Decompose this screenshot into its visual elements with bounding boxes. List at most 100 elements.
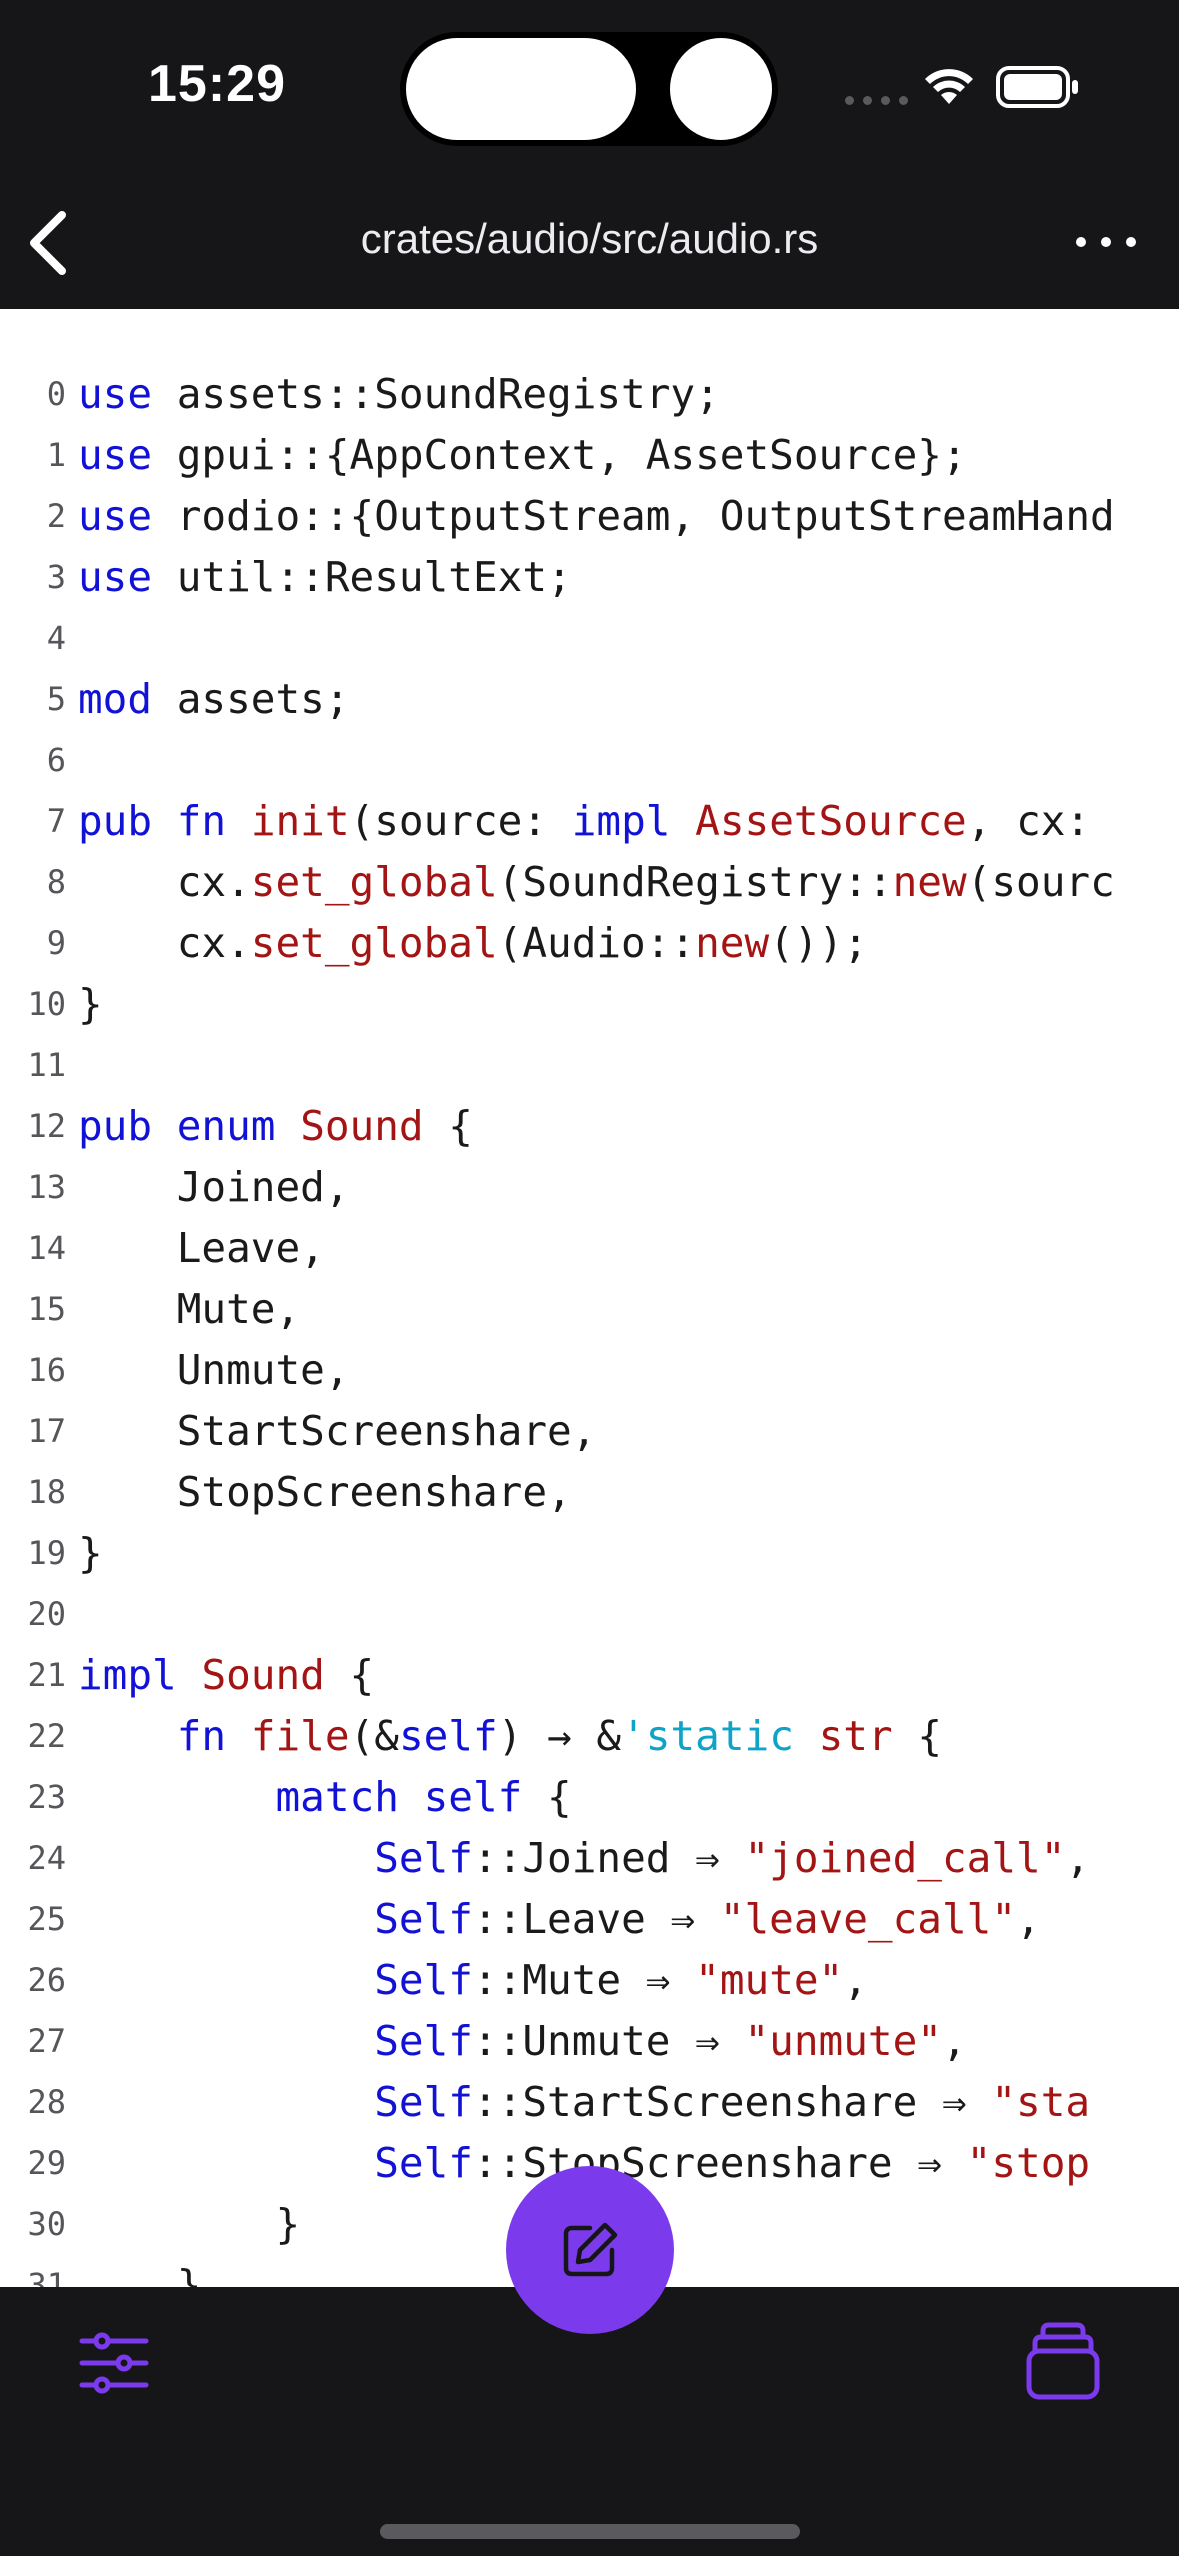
code-token: assets::SoundRegistry;	[152, 370, 720, 418]
code-token: StartScreenshare,	[78, 1407, 597, 1455]
code-token: use	[78, 492, 153, 540]
code-token: "leave_call"	[719, 1895, 1017, 1943]
line-text: impl Sound {	[78, 1645, 374, 1706]
line-text: Self::StopScreenshare ⇒ "stop	[78, 2133, 1090, 2194]
settings-button[interactable]	[78, 2327, 150, 2399]
line-text: pub fn init(source: impl AssetSource, cx…	[78, 791, 1090, 852]
line-text: StopScreenshare,	[78, 1462, 572, 1523]
code-token: pub	[78, 1102, 153, 1150]
line-number: 4	[46, 619, 66, 657]
line-number: 26	[27, 1961, 66, 1999]
line-text: Mute,	[78, 1279, 300, 1340]
code-token	[152, 797, 177, 845]
pencil-square-icon	[563, 2222, 618, 2277]
edit-button[interactable]	[506, 2166, 674, 2334]
code-line: 21 impl Sound {	[0, 1645, 1179, 1706]
code-token: Mute,	[78, 1285, 301, 1333]
code-token: ,	[843, 1956, 868, 2004]
line-text: Joined,	[78, 1157, 350, 1218]
code-line: 4	[0, 608, 1179, 669]
code-token	[78, 2017, 374, 2065]
line-number: 15	[27, 1290, 66, 1328]
code-token: enum	[176, 1102, 276, 1150]
line-number: 29	[27, 2144, 66, 2182]
line-number: 30	[27, 2205, 66, 2243]
line-text: pub enum Sound {	[78, 1096, 473, 1157]
file-path-title: crates/audio/src/audio.rs	[360, 215, 819, 262]
code-token: "stop	[966, 2139, 1091, 2187]
code-token: use	[78, 553, 153, 601]
code-token: ,	[1065, 1834, 1091, 1882]
code-token: pub	[78, 797, 153, 845]
line-text: match self {	[78, 1767, 572, 1828]
code-token: Self	[374, 2078, 473, 2126]
ellipsis-icon	[1076, 237, 1086, 247]
code-token: self	[423, 1773, 523, 1821]
code-token: , cx:	[966, 797, 1091, 845]
code-token: (source:	[349, 797, 572, 845]
layers-button[interactable]	[1025, 2317, 1101, 2403]
code-token: str	[818, 1712, 893, 1760]
line-text: Self::Leave ⇒ "leave_call",	[78, 1889, 1041, 1950]
code-token: Sound	[201, 1651, 325, 1699]
code-token: StopScreenshare,	[78, 1468, 572, 1516]
line-text: mod assets;	[78, 669, 350, 730]
line-number: 21	[27, 1656, 66, 1694]
code-token: fn	[176, 797, 227, 845]
back-button[interactable]	[20, 203, 90, 283]
line-text: Self::Mute ⇒ "mute",	[78, 1950, 868, 2011]
code-line: 19}	[0, 1523, 1179, 1584]
line-text: }	[78, 2255, 202, 2287]
line-text: Self::Unmute ⇒ "unmute",	[78, 2011, 966, 2072]
line-text: cx.set_global(SoundRegistry::new(sourc	[78, 852, 1115, 913]
code-token: rodio::{OutputStream, OutputStreamHand	[152, 492, 1115, 540]
code-token	[78, 1834, 374, 1882]
line-number: 17	[27, 1412, 66, 1450]
code-token	[78, 2078, 374, 2126]
code-token	[399, 1773, 424, 1821]
code-token: cx.	[78, 919, 251, 967]
code-token: {	[522, 1773, 572, 1821]
code-token: impl	[78, 1651, 177, 1699]
line-number: 9	[46, 924, 66, 962]
line-text: use assets::SoundRegistry;	[78, 364, 720, 425]
code-token: self	[398, 1712, 498, 1760]
code-token	[276, 1102, 301, 1150]
code-token: gpui::{AppContext, AssetSource};	[152, 431, 967, 479]
code-token	[794, 1712, 819, 1760]
more-options-button[interactable]	[1076, 227, 1136, 257]
code-line: 31 }	[0, 2255, 1179, 2287]
code-token: new	[695, 919, 770, 967]
home-indicator[interactable]	[380, 2524, 800, 2539]
code-token: file	[250, 1712, 350, 1760]
code-token: impl	[571, 797, 671, 845]
code-token: Unmute,	[78, 1346, 350, 1394]
code-token: match	[275, 1773, 399, 1821]
code-token: "mute"	[695, 1956, 844, 2004]
line-number: 31	[27, 2266, 66, 2287]
code-token: (Audio::	[497, 919, 696, 967]
code-token: set_global	[250, 858, 498, 906]
line-text: Self::Joined ⇒ "joined_call",	[78, 1828, 1090, 1889]
code-token	[152, 1102, 177, 1150]
code-line: 24 Self::Joined ⇒ "joined_call",	[0, 1828, 1179, 1889]
code-line: 10}	[0, 974, 1179, 1035]
code-token: use	[78, 370, 153, 418]
code-line: 20	[0, 1584, 1179, 1645]
code-token: Self	[374, 2017, 473, 2065]
line-number: 27	[27, 2022, 66, 2060]
line-number: 7	[46, 802, 66, 840]
code-line: 28 Self::StartScreenshare ⇒ "sta	[0, 2072, 1179, 2133]
code-token	[670, 797, 695, 845]
code-token: cx.	[78, 858, 251, 906]
code-token: {	[324, 1651, 375, 1699]
code-token: "sta	[991, 2078, 1091, 2126]
code-token: Self	[374, 2139, 473, 2187]
code-line: 7 pub fn init(source: impl AssetSource, c…	[0, 791, 1179, 852]
code-line: 11	[0, 1035, 1179, 1096]
